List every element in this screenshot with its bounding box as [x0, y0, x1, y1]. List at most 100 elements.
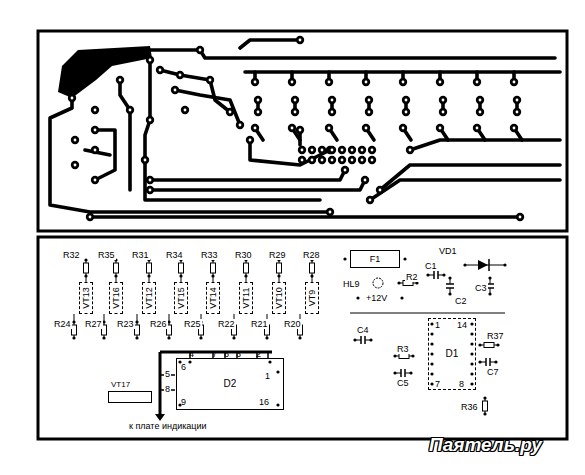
pad	[365, 108, 373, 116]
pad-hole	[344, 169, 347, 172]
pad	[436, 78, 444, 86]
pad	[473, 124, 481, 132]
lead-dot	[430, 332, 433, 335]
pad-hole	[409, 149, 412, 152]
part-label: VT10	[274, 287, 284, 309]
pad	[439, 96, 447, 104]
pad-hole	[361, 159, 364, 162]
pad-hole	[299, 129, 302, 132]
part-label: R3	[396, 344, 410, 354]
pad	[288, 124, 296, 132]
pad-hole	[341, 149, 344, 152]
pad	[406, 146, 414, 154]
pad	[206, 76, 214, 84]
pad-hole	[351, 159, 354, 162]
pad	[399, 124, 407, 132]
pad-hole	[149, 189, 152, 192]
pad-hole	[516, 111, 519, 114]
pad	[308, 146, 316, 154]
pad-hole	[74, 164, 77, 167]
lead-dot	[430, 342, 433, 345]
pad	[358, 146, 366, 154]
part-label: C4	[356, 325, 370, 335]
pad-hole	[328, 127, 331, 130]
pad-hole	[479, 111, 482, 114]
pad-hole	[311, 149, 314, 152]
part-label: R27	[84, 319, 103, 329]
pad	[338, 156, 346, 164]
transistor-box: VT16	[109, 282, 123, 314]
component-outlines	[72, 257, 507, 421]
pad	[358, 156, 366, 164]
resistor-symbol	[135, 325, 140, 335]
pad	[338, 146, 346, 154]
pad	[146, 176, 154, 184]
pad-hole	[149, 179, 152, 182]
lead-dot	[276, 370, 279, 373]
pad-hole	[513, 127, 516, 130]
copper-pour	[58, 46, 152, 98]
pad-hole	[291, 127, 294, 130]
pad	[251, 124, 259, 132]
pin-number: 16	[259, 397, 269, 407]
pad	[171, 86, 179, 94]
lead-dot	[403, 257, 406, 260]
pad-hole	[94, 129, 97, 132]
pad	[510, 78, 518, 86]
pad	[516, 213, 524, 221]
part-label: D1	[446, 349, 459, 359]
part-label: R25	[183, 319, 202, 329]
lead-dot	[430, 322, 433, 325]
transistor-box: VT9	[305, 282, 319, 314]
part-label: VT13	[81, 287, 91, 309]
part-label: R29	[268, 250, 287, 260]
trace	[150, 50, 555, 58]
wire	[360, 336, 362, 344]
copper-traces	[50, 36, 560, 221]
part-label: VT12	[144, 287, 154, 309]
pad-hole	[479, 99, 482, 102]
lead-dot	[470, 382, 473, 385]
lead-dot	[400, 296, 403, 299]
pad-hole	[368, 111, 371, 114]
part-label: +12V	[365, 293, 388, 303]
trace	[150, 170, 345, 180]
wire	[446, 283, 454, 285]
pad-hole	[119, 79, 122, 82]
pad-hole	[294, 111, 297, 114]
pad	[146, 186, 154, 194]
trace	[370, 180, 560, 200]
lead-dot	[470, 372, 473, 375]
pad-hole	[379, 189, 382, 192]
pad	[473, 78, 481, 86]
part-label: R23	[116, 319, 135, 329]
transistor-box: VT15	[174, 282, 188, 314]
part-label: R24	[53, 319, 72, 329]
resistor-symbol	[211, 263, 216, 273]
pin-number: 7	[435, 379, 440, 389]
part-label: VT15	[176, 287, 186, 309]
lead-dot	[470, 332, 473, 335]
wire	[405, 373, 411, 374]
lead-dot	[470, 362, 473, 365]
placement-panel	[38, 237, 567, 439]
trace	[50, 98, 330, 212]
pad-hole	[328, 81, 331, 84]
pad-hole	[513, 81, 516, 84]
pad-hole	[371, 149, 374, 152]
pad	[348, 146, 356, 154]
pad-hole	[402, 127, 405, 130]
pad-hole	[94, 149, 97, 152]
watermark: Паятель.ру	[428, 434, 543, 456]
transistor-box: VT12	[142, 282, 156, 314]
wire	[490, 288, 491, 294]
pad-hole	[94, 179, 97, 182]
trace	[380, 165, 560, 190]
trace	[240, 40, 300, 48]
pad-hole	[361, 149, 364, 152]
pad	[254, 108, 262, 116]
pin-number: 5	[164, 369, 171, 379]
pad	[71, 136, 79, 144]
pad-hole	[311, 159, 314, 162]
lead-dot	[276, 403, 279, 406]
